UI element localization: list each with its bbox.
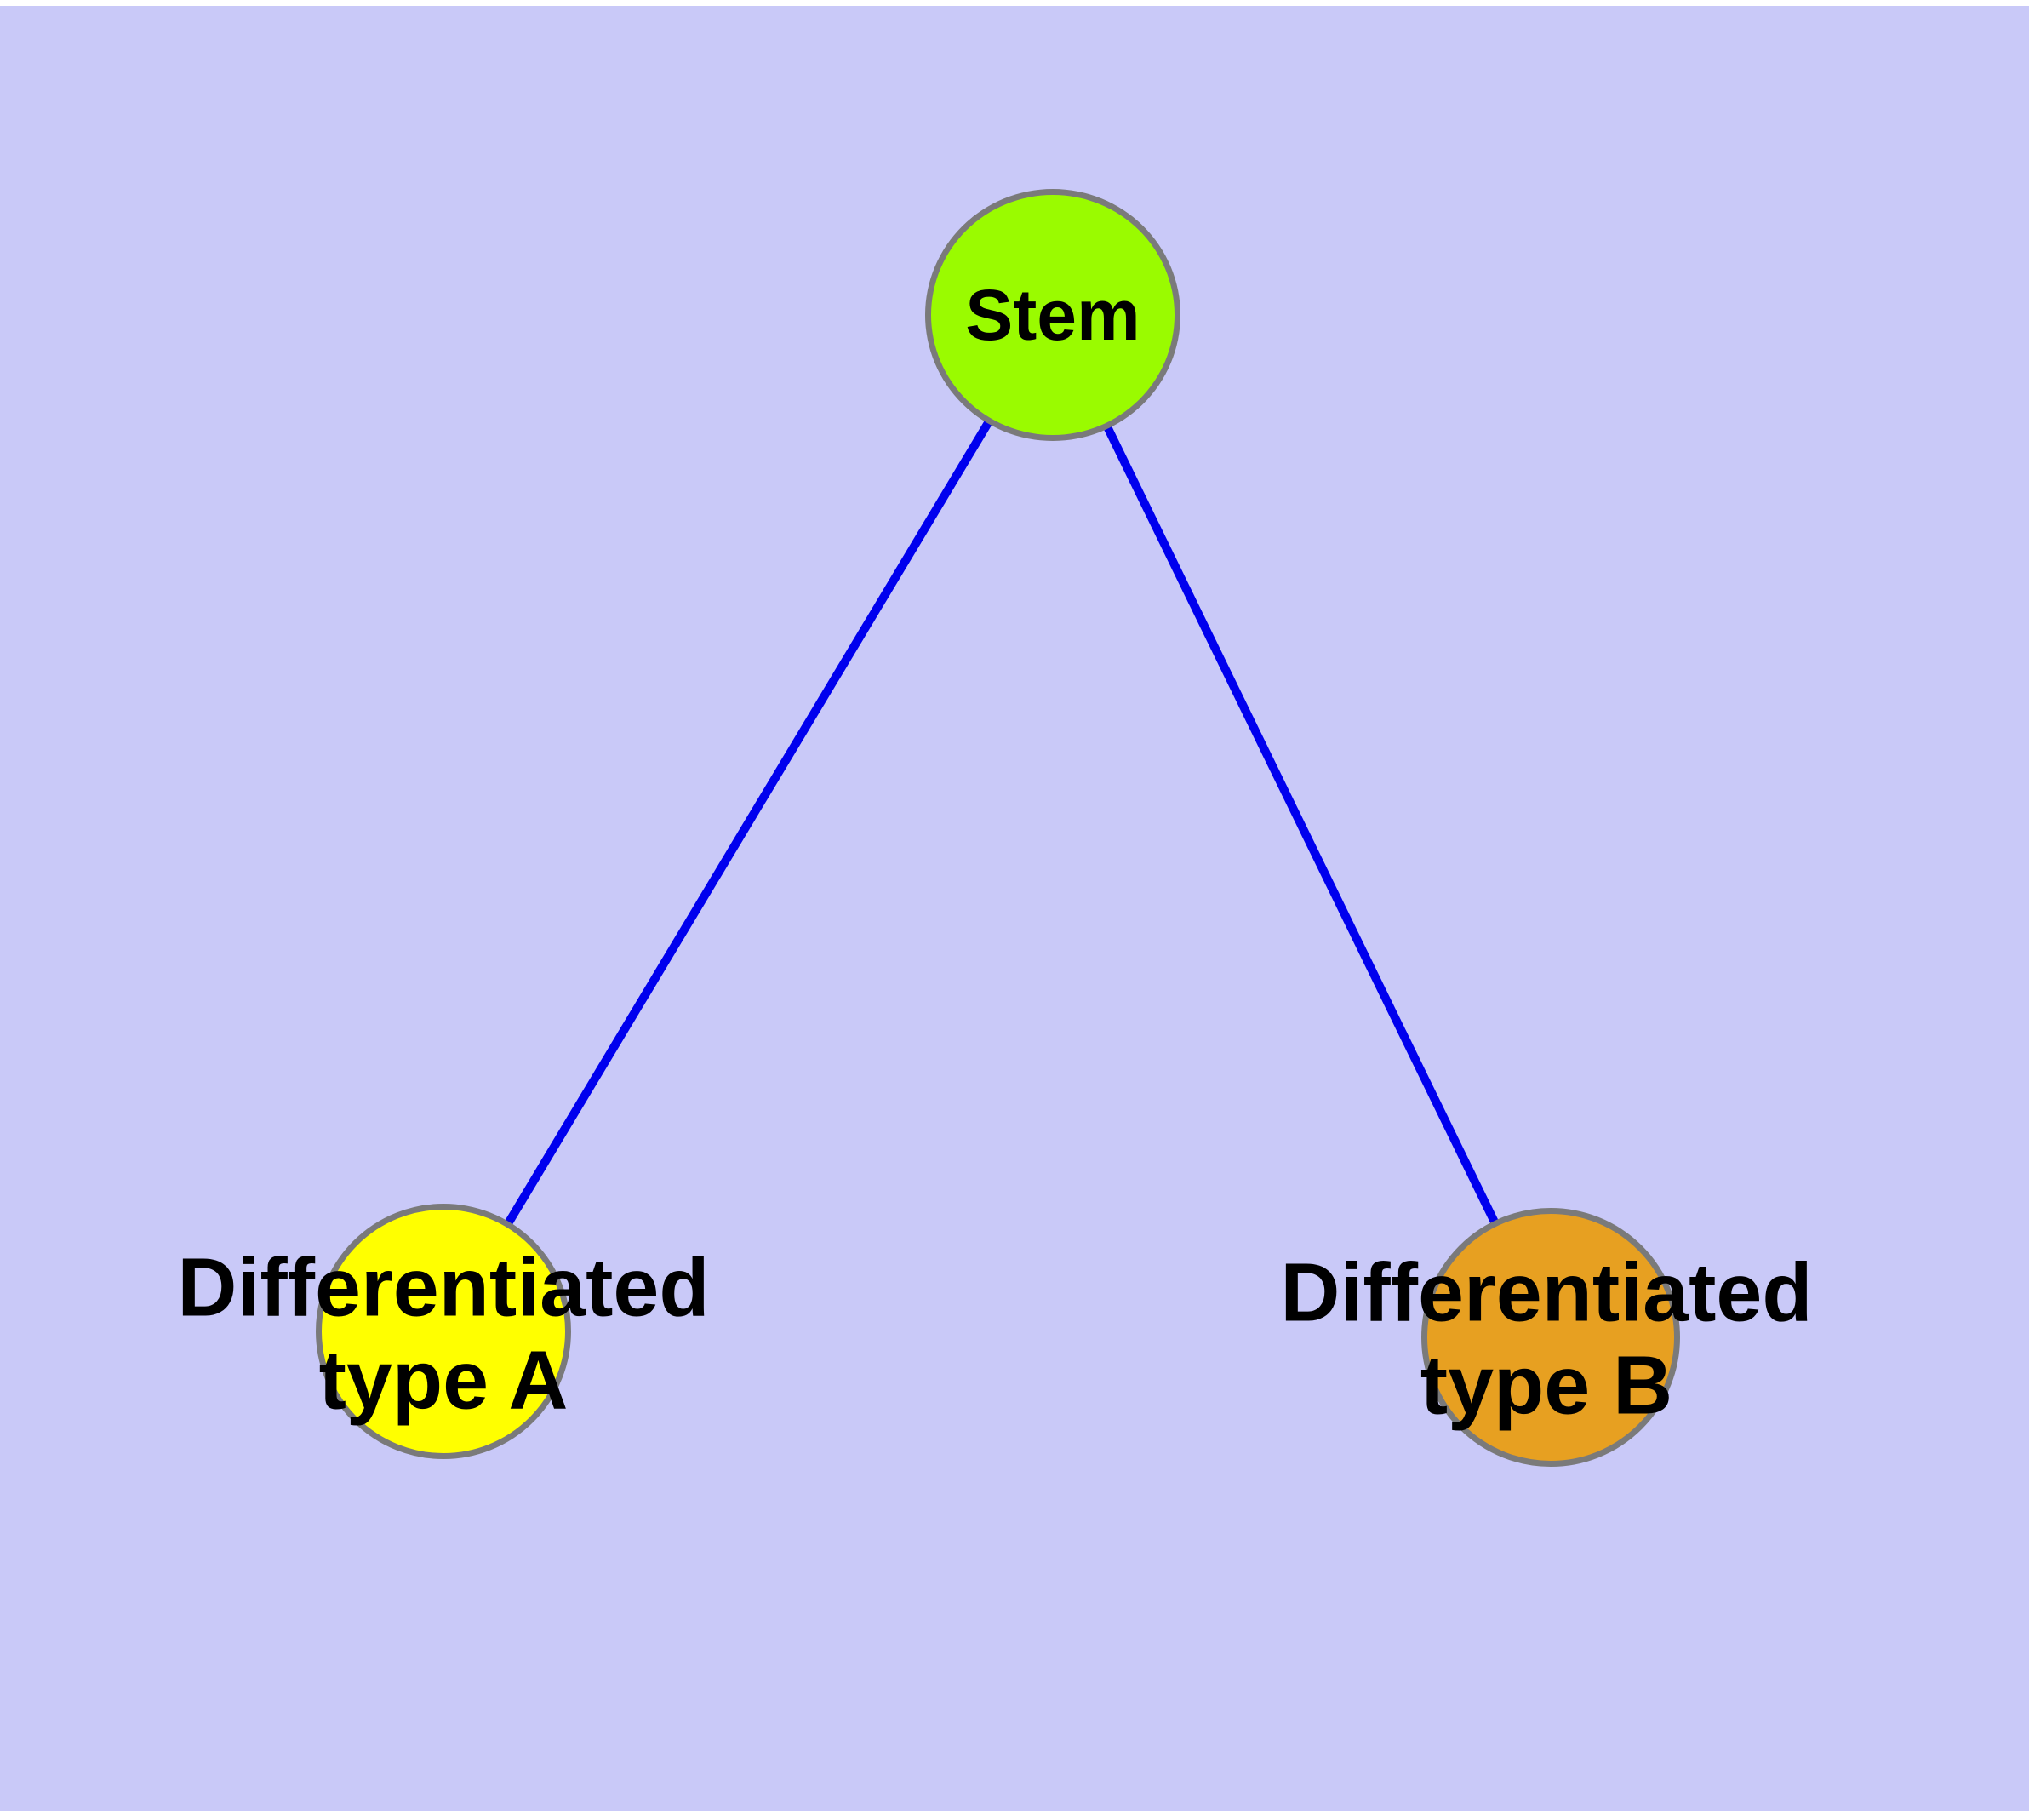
node-type-b-label-line1: Differentiated — [1280, 1245, 1813, 1339]
edges-layer — [439, 312, 1555, 1340]
node-type-b-label: Differentiated type B — [1280, 1246, 1812, 1431]
node-differentiated-type-b — [1421, 1208, 1680, 1467]
node-type-a-label-line1: Differentiated — [177, 1240, 710, 1334]
node-type-b-label-line2: type B — [1420, 1338, 1673, 1431]
edge-stem-to-type-a — [439, 312, 1057, 1334]
node-stem: Stem — [925, 189, 1180, 441]
node-type-a-label: Differentiated type A — [177, 1241, 709, 1426]
node-stem-label: Stem — [965, 274, 1140, 355]
edge-stem-to-type-b — [1049, 312, 1555, 1340]
graph-canvas: Stem Differentiated type A Differentiate… — [0, 6, 2029, 1811]
node-differentiated-type-a — [316, 1204, 571, 1459]
node-type-a-label-line2: type A — [318, 1333, 569, 1426]
